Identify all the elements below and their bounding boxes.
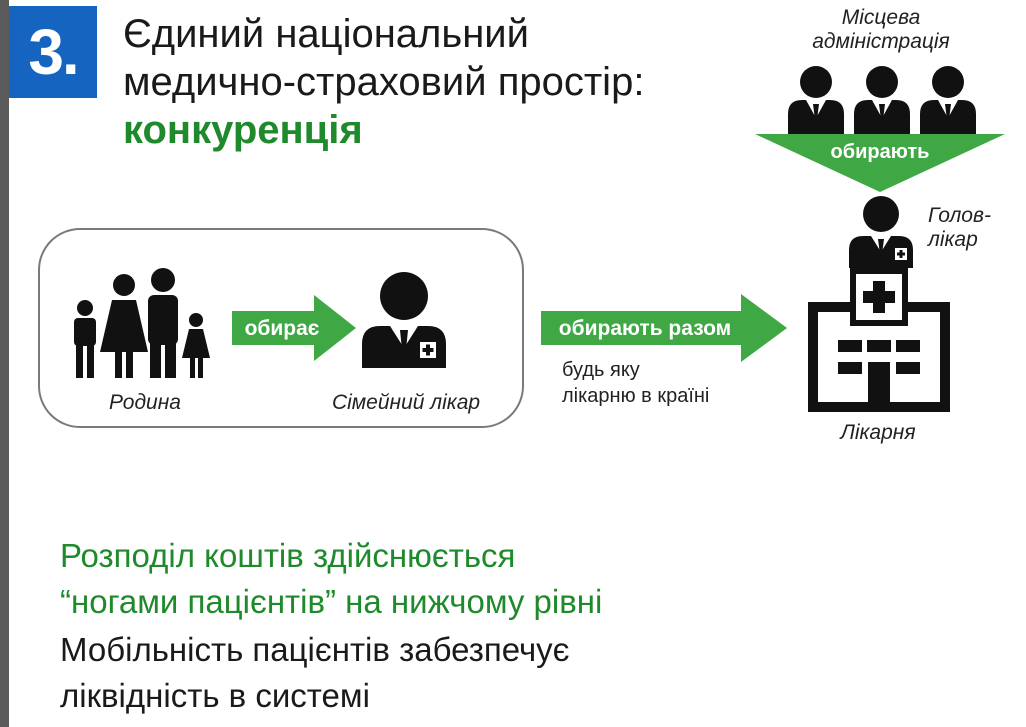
footer-black-line-2: ліквідність в системі (60, 677, 370, 714)
official-icon (854, 66, 910, 134)
any-hospital-line-2: лікарню в країні (562, 385, 710, 407)
title-line-3: конкуренція (123, 108, 363, 152)
family-choice-frame (38, 228, 524, 428)
officials-group-icon (788, 66, 976, 134)
title-line-2: медично-страховий простір: (123, 60, 645, 104)
admin-label: Місцева адміністрація (806, 6, 956, 54)
title-line-1: Єдиний національний (123, 12, 529, 56)
doctor-icon (362, 272, 446, 368)
slide-number-badge: 3. (9, 6, 97, 98)
head-doctor-icon (849, 196, 913, 268)
head-doctor-label: Голов- лікар (928, 204, 1008, 252)
slide-number: 3. (28, 16, 79, 88)
any-hospital-note: будь яку лікарню в країні (562, 357, 709, 409)
hospital-label: Лікарня (840, 421, 916, 444)
funds-distribution-text: Розподіл коштів здійснюється “ногами пац… (60, 533, 602, 625)
left-edge-strip (0, 0, 9, 727)
together-arrow-label: обирають разом (558, 317, 732, 340)
any-hospital-line-1: будь яку (562, 359, 640, 381)
family-arrow-label: обирає (244, 317, 320, 340)
official-icon (920, 66, 976, 134)
together-choose-arrow (541, 294, 787, 362)
family-doctor-label: Сімейний лікар (331, 391, 481, 414)
family-icon (74, 268, 210, 378)
official-icon (788, 66, 844, 134)
admin-arrow-label: обирають (830, 141, 930, 163)
slide-title: Єдиний національний медично-страховий пр… (123, 10, 644, 154)
admin-choose-arrow (755, 134, 1005, 192)
admin-label-line-2: адміністрація (812, 30, 950, 53)
head-doctor-label-line-1: Голов- (928, 204, 991, 227)
hospital-icon (808, 268, 950, 412)
footer-green-line-2: “ногами пацієнтів” на нижчому рівні (60, 583, 603, 620)
mobility-text: Мобільність пацієнтів забезпечує ліквідн… (60, 627, 570, 719)
family-label: Родина (109, 391, 181, 414)
footer-green-line-1: Розподіл коштів здійснюється (60, 537, 516, 574)
footer-black-line-1: Мобільність пацієнтів забезпечує (60, 631, 570, 668)
head-doctor-label-line-2: лікар (928, 228, 978, 251)
admin-label-line-1: Місцева (841, 6, 921, 29)
family-choose-arrow (232, 295, 356, 361)
